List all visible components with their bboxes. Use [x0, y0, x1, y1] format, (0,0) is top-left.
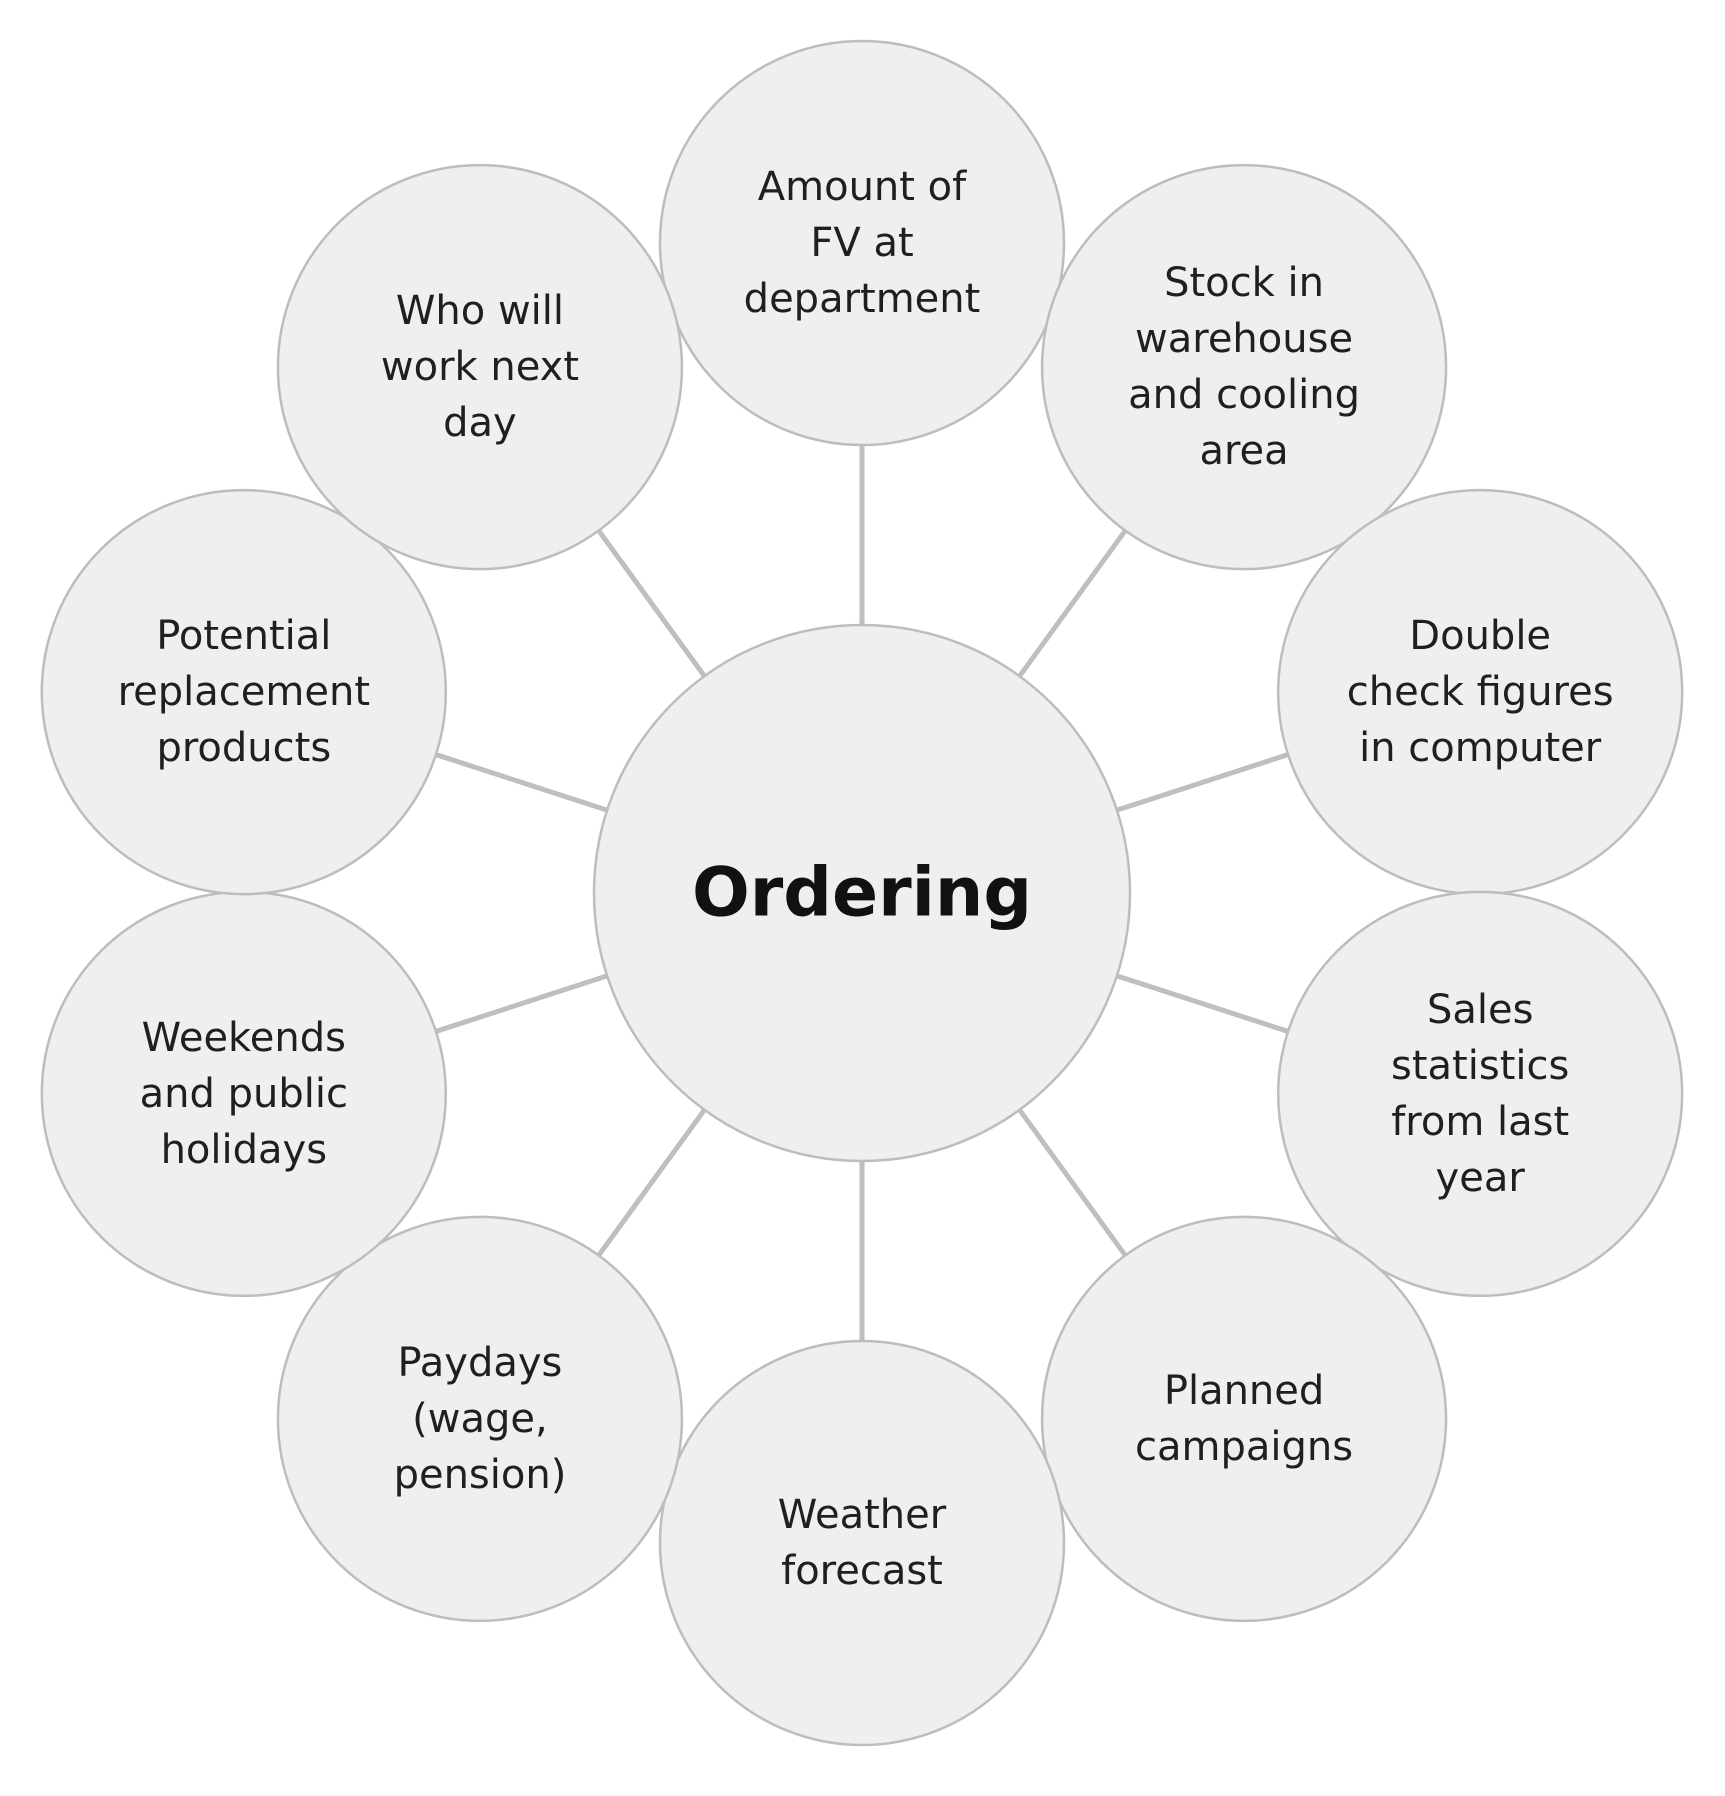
node-circle-amount-of-fv	[658, 39, 1066, 447]
node-label-line: and cooling	[1128, 372, 1360, 418]
connector-double-check-figures	[1116, 752, 1289, 813]
node-label-line: holidays	[161, 1127, 327, 1173]
node-label-weather-forecast: Weather forecast	[778, 1492, 947, 1594]
center-circle	[592, 623, 1132, 1163]
node-label-line: area	[1199, 428, 1288, 474]
node-label-line: pension)	[394, 1452, 567, 1498]
node-label-line: work next	[381, 344, 579, 390]
node-label-line: Double	[1409, 613, 1551, 659]
node-who-will-work: Who will work next day	[276, 163, 684, 571]
node-amount-of-fv: Amount of FV at department	[658, 39, 1066, 447]
connector-replacement-products	[435, 752, 608, 813]
node-circle-paydays	[276, 1215, 684, 1623]
connector-paydays	[596, 1108, 707, 1257]
node-label-line: Amount of	[758, 164, 967, 210]
connector-planned-campaigns	[1017, 1108, 1128, 1257]
connector-stock-in-warehouse	[1017, 529, 1128, 678]
node-label-weekends-holidays: Weekends and public holidays	[140, 1015, 348, 1173]
node-label-line: year	[1436, 1155, 1526, 1201]
node-label-paydays: Paydays (wage, pension)	[394, 1340, 567, 1498]
node-label-line: forecast	[781, 1548, 943, 1594]
node-label-line: in computer	[1359, 725, 1602, 771]
node-label-line: Planned	[1164, 1368, 1324, 1414]
node-label-line: department	[744, 276, 981, 322]
node-label-line: day	[443, 400, 517, 446]
node-label-double-check-figures: Double check figures in computer	[1347, 613, 1614, 771]
node-label-line: Sales	[1427, 987, 1533, 1033]
node-label-line: Who will	[396, 288, 564, 334]
node-circle-sales-statistics	[1276, 890, 1684, 1298]
node-label-line: and public	[140, 1071, 348, 1117]
node-label-line: Paydays	[397, 1340, 562, 1386]
connector-sales-statistics	[1116, 973, 1289, 1034]
node-label-line: statistics	[1391, 1043, 1569, 1089]
node-circle-stock-in-warehouse	[1040, 163, 1448, 571]
node-label-line: from last	[1391, 1099, 1569, 1145]
node-label-line: Weekends	[142, 1015, 346, 1061]
connectors	[435, 445, 1289, 1341]
node-planned-campaigns: Planned campaigns	[1040, 1215, 1448, 1623]
node-weather-forecast: Weather forecast	[658, 1339, 1066, 1747]
node-label-who-will-work: Who will work next day	[381, 288, 579, 446]
center-label: Ordering	[692, 854, 1032, 933]
node-double-check-figures: Double check figures in computer	[1276, 488, 1684, 896]
node-circle-who-will-work	[276, 163, 684, 571]
node-label-line: replacement	[118, 669, 370, 715]
node-circle-replacement-products	[40, 488, 448, 896]
node-paydays: Paydays (wage, pension)	[276, 1215, 684, 1623]
node-stock-in-warehouse: Stock in warehouse and cooling area	[1040, 163, 1448, 571]
connector-weekends-holidays	[435, 973, 608, 1034]
node-sales-statistics: Sales statistics from last year	[1276, 890, 1684, 1298]
node-label-line: FV at	[810, 220, 913, 266]
node-label-sales-statistics: Sales statistics from last year	[1391, 987, 1569, 1201]
node-circle-weather-forecast	[658, 1339, 1066, 1747]
node-label-line: campaigns	[1135, 1424, 1353, 1470]
node-replacement-products: Potential replacement products	[40, 488, 448, 896]
node-label-line: Weather	[778, 1492, 947, 1538]
node-circle-planned-campaigns	[1040, 1215, 1448, 1623]
node-label-replacement-products: Potential replacement products	[118, 613, 370, 771]
node-label-stock-in-warehouse: Stock in warehouse and cooling area	[1128, 260, 1360, 474]
node-label-line: Potential	[156, 613, 331, 659]
node-label-line: (wage,	[412, 1396, 548, 1442]
node-label-line: check figures	[1347, 669, 1614, 715]
node-label-planned-campaigns: Planned campaigns	[1135, 1368, 1353, 1470]
connector-who-will-work	[596, 529, 707, 678]
node-weekends-holidays: Weekends and public holidays	[40, 890, 448, 1298]
node-label-line: Stock in	[1164, 260, 1324, 306]
factor-nodes: Amount of FV at department Stock in warehous…	[40, 39, 1684, 1747]
center-node: Ordering	[592, 623, 1132, 1163]
node-label-amount-of-fv: Amount of FV at department	[744, 164, 981, 322]
node-label-line: products	[156, 725, 331, 771]
node-label-line: warehouse	[1135, 316, 1353, 362]
